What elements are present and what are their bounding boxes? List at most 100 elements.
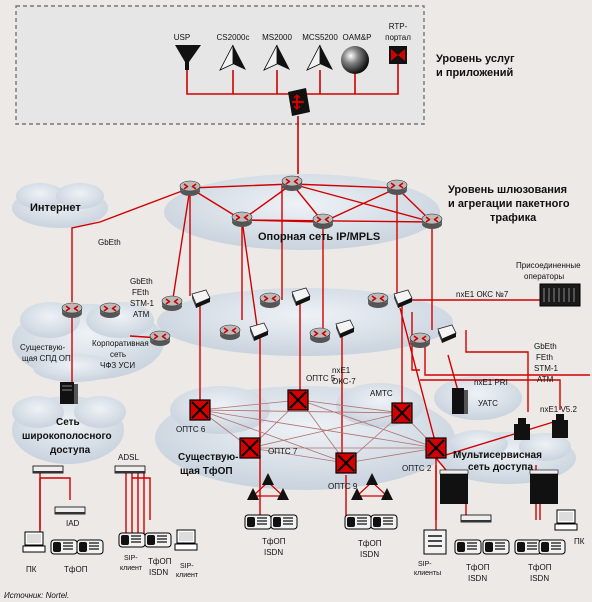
access-node-icon: [552, 414, 568, 438]
phone-icon: [244, 514, 272, 530]
router-icon: [312, 213, 334, 230]
switch-opts9-icon: [335, 452, 357, 474]
isdn-label: ISDN: [264, 548, 283, 557]
spd-label-1: Существую-: [20, 343, 65, 352]
phone-icon: [370, 514, 398, 530]
phone-icon: [270, 514, 298, 530]
router-icon: [219, 324, 241, 341]
phone-icon: [50, 539, 78, 555]
modem-icon: [460, 514, 492, 523]
tfop-label: ТфОП: [528, 563, 552, 572]
connected-operators-1: Присоединенные: [516, 261, 581, 270]
central-router-icon: [288, 88, 310, 116]
broadband-cloud: [12, 396, 126, 464]
iad-label: IAD: [66, 519, 80, 528]
broadband-label-2: широкополосного: [22, 431, 112, 442]
corp-label-3: ЧФЗ УСИ: [100, 361, 135, 370]
isdn-label: ISDN: [149, 568, 168, 577]
left-stack-1: GbEth: [130, 277, 153, 286]
pc-icon: [554, 509, 578, 531]
service-label-mcs5200: MCS5200: [302, 33, 338, 42]
router-icon: [61, 302, 83, 319]
switch-label-opts2: ОПТС 2: [402, 464, 432, 473]
nxe1-pri-label: nxE1 PRI: [474, 378, 508, 387]
router-icon: [367, 292, 389, 309]
router-icon: [386, 179, 408, 196]
isdn-label: ISDN: [530, 574, 549, 583]
service-label-rtp-1: RTP-: [389, 22, 408, 31]
switch-label-opts9: ОПТС 9: [328, 482, 358, 491]
sip-label-1: SIP-: [418, 561, 432, 568]
right-stack-3: STM-1: [534, 364, 559, 373]
router-icon: [309, 327, 331, 344]
switch-label-opts6: ОПТС 6: [176, 425, 206, 434]
sip-label-1: SIP-: [124, 555, 138, 562]
nxe1-v52-label: nxE1 V5.2: [540, 405, 577, 414]
rack-icon: [439, 469, 469, 504]
gbeth-internet-label: GbEth: [98, 238, 121, 247]
right-stack-2: FEth: [536, 353, 553, 362]
core-network-label: Опорная сеть IP/MPLS: [258, 231, 380, 243]
broadband-label-3: доступа: [50, 445, 91, 456]
operator-switch-icon: [539, 283, 581, 307]
nxe1-oks-label: nxE1 ОКС №7: [456, 290, 509, 299]
funnel-icon: [175, 45, 201, 70]
service-label-ms2000: MS2000: [262, 33, 292, 42]
service-label-usp: USP: [174, 33, 190, 42]
sphere-icon: [341, 46, 369, 74]
switch-label-opts5: ОПТС 5: [306, 374, 336, 383]
router-icon: [409, 332, 431, 349]
portal-icon: [389, 46, 407, 64]
router-icon: [259, 292, 281, 309]
access-node-icon: [514, 418, 530, 440]
tfop-label: ТфОП: [466, 563, 490, 572]
right-stack-1: GbEth: [534, 342, 557, 351]
pc-label: ПК: [574, 537, 585, 546]
corp-label-1: Корпоративная: [92, 339, 149, 348]
connected-operators-2: операторы: [524, 272, 564, 281]
iad-modem-icon: [54, 506, 86, 515]
adsl-label: ADSL: [118, 453, 139, 462]
service-label-rtp-2: портал: [385, 33, 411, 42]
router-icon: [149, 330, 171, 347]
right-stack-4: ATM: [537, 375, 554, 384]
switch-opts2-icon: [425, 437, 447, 459]
gateway-layer-title-1: Уровень шлюзования: [448, 184, 567, 196]
phone-icon: [482, 539, 510, 555]
nxe1-oks7-line2: ОКС-7: [332, 377, 356, 386]
router-icon: [421, 213, 443, 230]
internet-label: Интернет: [30, 202, 81, 214]
uats-label: УАТС: [478, 399, 498, 408]
switch-label-opts7: ОПТС 7: [268, 447, 298, 456]
pstn-triangle-cluster: [351, 473, 393, 500]
gateway-layer-title-3: трафика: [490, 212, 537, 224]
sip-label-2: клиент: [120, 565, 143, 572]
tfop-label: ТфОП: [64, 565, 88, 574]
switch-opts7-icon: [239, 437, 261, 459]
sip-phone-icon: [423, 529, 447, 555]
services-layer-title-2: и приложений: [436, 67, 513, 79]
service-label-oamp: OAM&P: [343, 33, 372, 42]
source-caption: Источник: Nortel.: [4, 591, 69, 600]
server-icon: [60, 382, 78, 404]
left-stack-4: ATM: [133, 310, 150, 319]
left-stack-3: STM-1: [130, 299, 155, 308]
pc-icon: [22, 531, 46, 553]
pc-label: ПК: [26, 565, 37, 574]
sip-label-1: SIP-: [180, 563, 194, 570]
pyramid-icon: [219, 44, 246, 71]
phone-icon: [144, 532, 172, 548]
service-label-cs2000c: CS2000c: [217, 33, 250, 42]
sip-phone-icon: [118, 532, 146, 548]
pyramid-icon: [306, 44, 333, 71]
phone-icon: [344, 514, 372, 530]
spd-label-2: щая СПД ОП: [22, 354, 71, 363]
core-network-cloud: [164, 174, 440, 250]
pstn-label-1: Существую-: [178, 452, 238, 463]
rack-icon: [529, 469, 559, 504]
switch-opts6-icon: [189, 399, 211, 421]
switch-label-amts: AMTC: [370, 389, 393, 398]
multiservice-label-2: сеть доступа: [468, 462, 533, 473]
